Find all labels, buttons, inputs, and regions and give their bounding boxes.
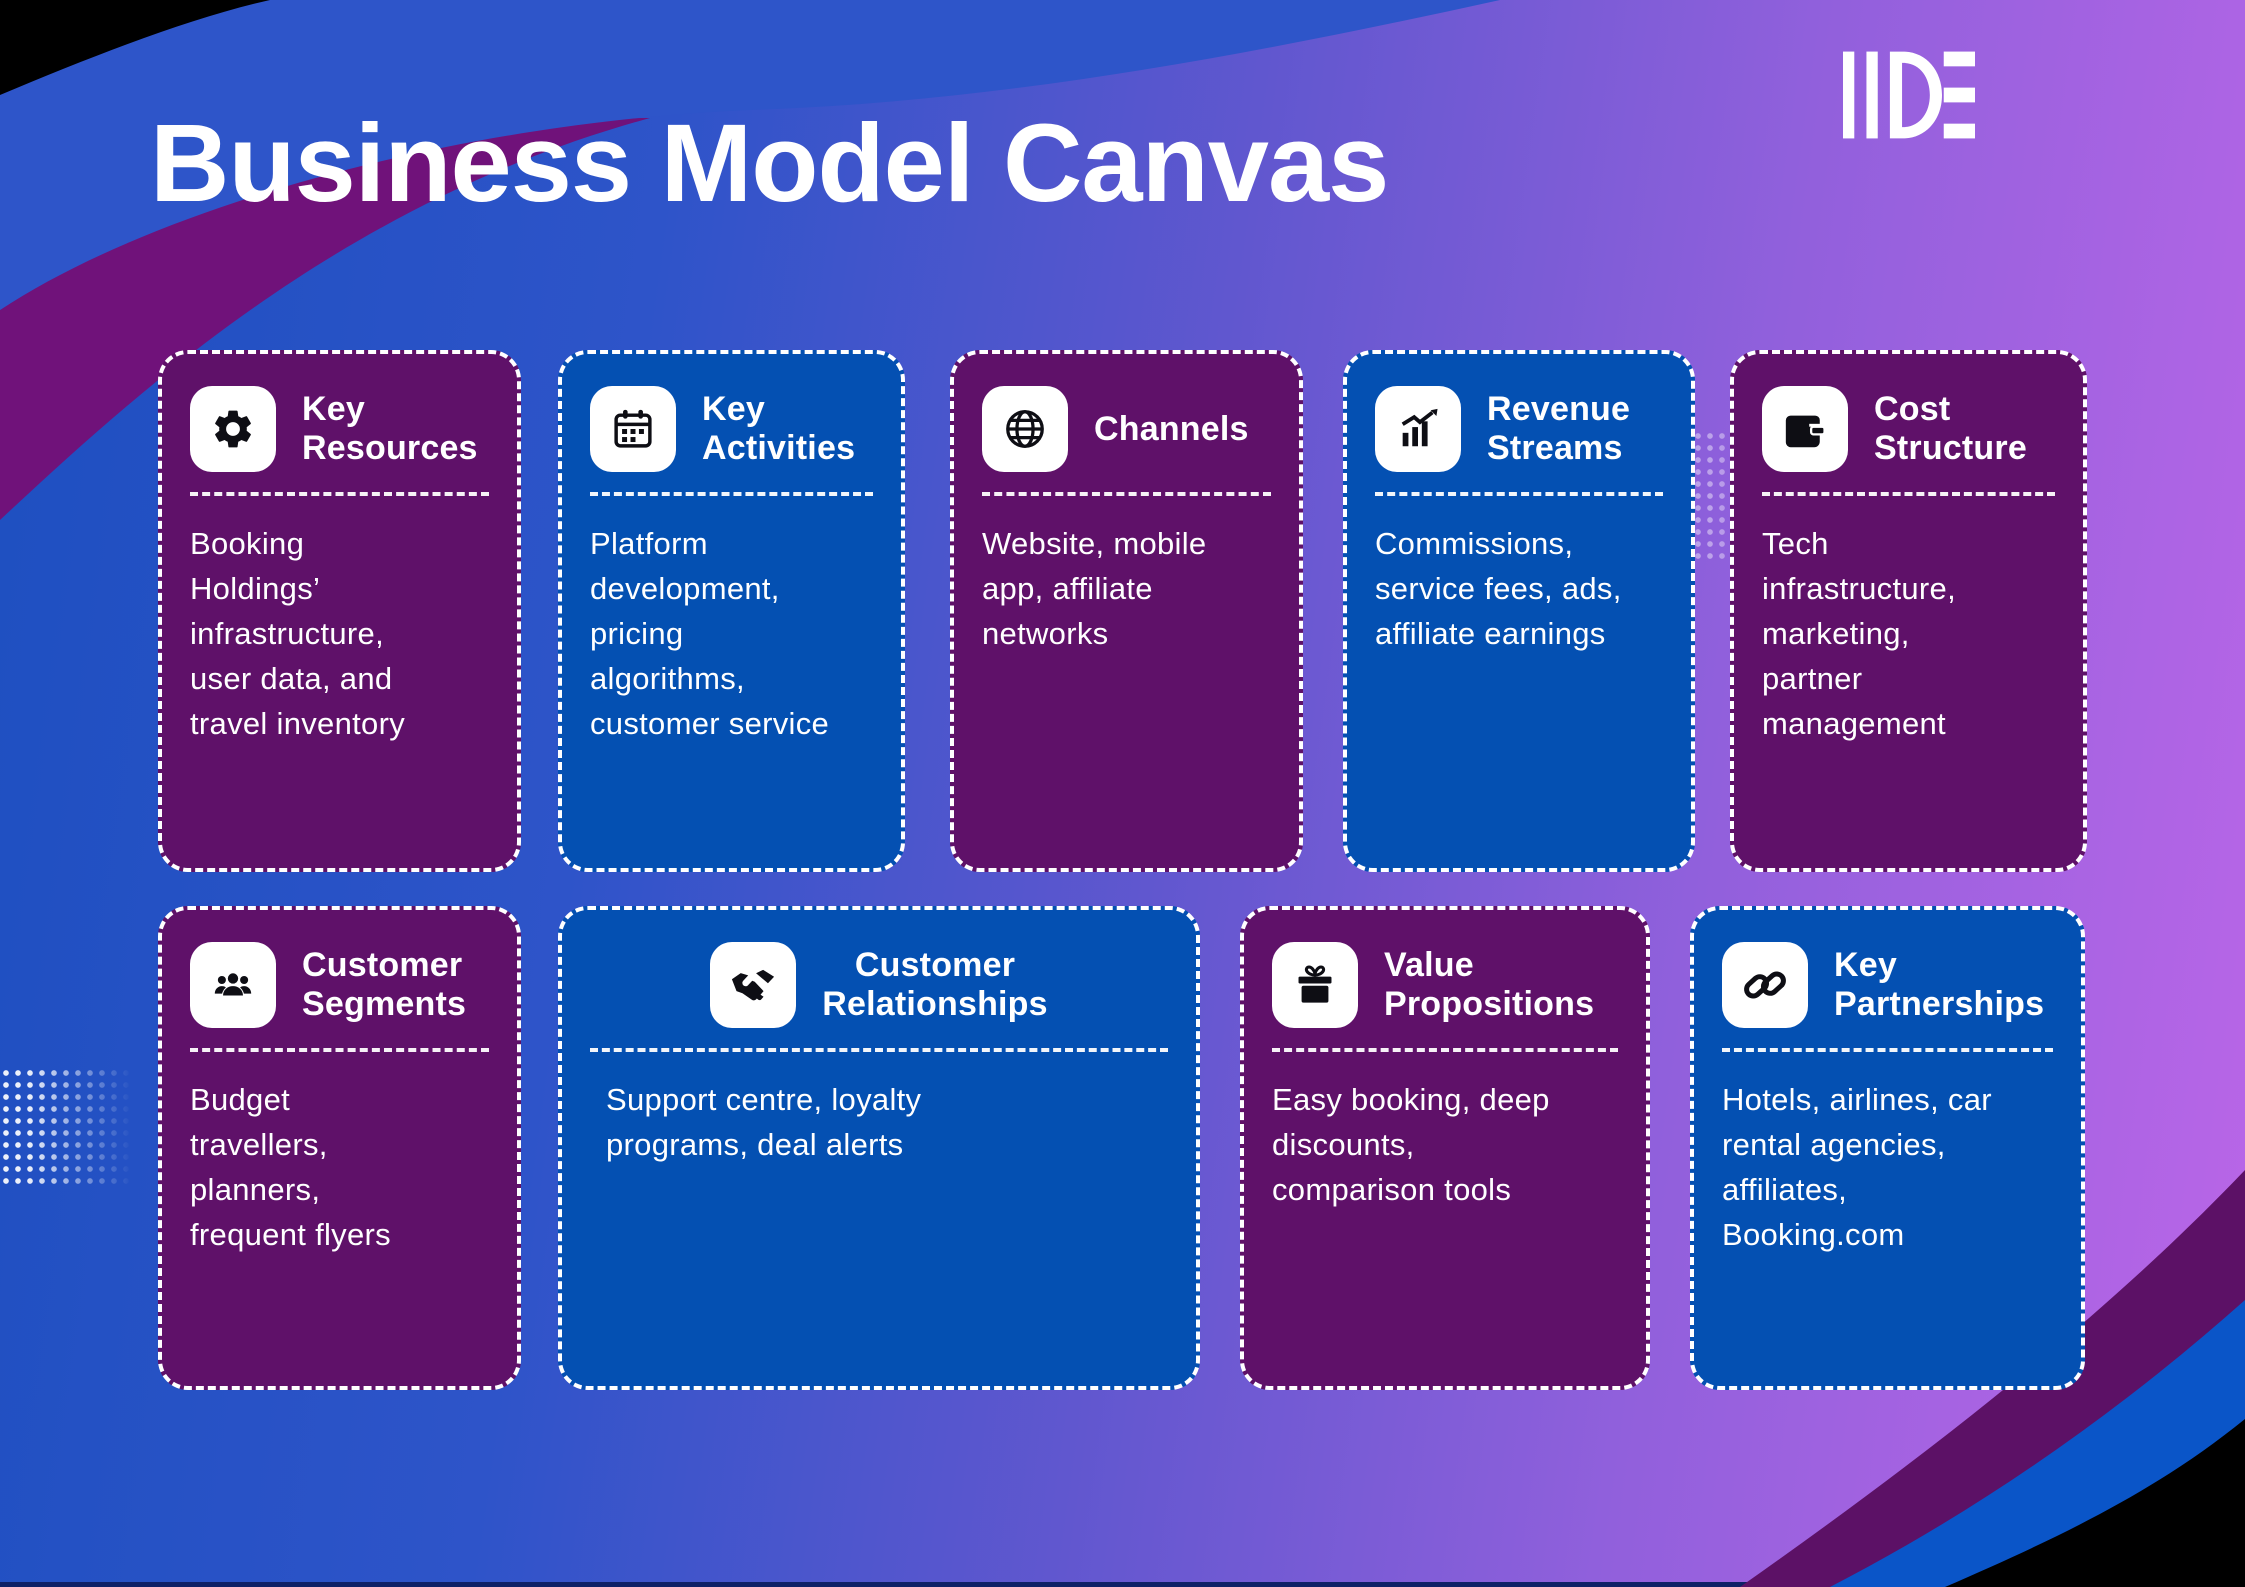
icon-box <box>190 386 276 472</box>
card-cost-structure: Cost Structure Tech infrastructure, mark… <box>1730 350 2087 872</box>
dashed-separator <box>590 492 873 496</box>
icon-box <box>590 386 676 472</box>
icon-box <box>1272 942 1358 1028</box>
calendar-icon <box>614 409 652 448</box>
card-body: Commissions, service fees, ads, affiliat… <box>1375 526 1622 651</box>
card-title: Revenue Streams <box>1487 390 1631 467</box>
card-key-activities: Key Activities Platform development, pri… <box>558 350 905 872</box>
card-header: Channels <box>982 384 1271 474</box>
icon-box <box>982 386 1068 472</box>
dashed-separator <box>1272 1048 1618 1052</box>
card-body: Tech infrastructure, marketing, partner … <box>1762 526 1957 741</box>
card-header: Key Resources <box>190 384 489 474</box>
card-title: Key Activities <box>702 390 856 467</box>
handshake-icon <box>732 969 775 1001</box>
link-icon <box>1744 971 1786 999</box>
dashed-separator <box>190 1048 489 1052</box>
wallet-icon <box>1785 415 1826 448</box>
card-body: Website, mobile app, affiliate networks <box>982 526 1207 651</box>
card-header: Customer Segments <box>190 940 489 1030</box>
card-title: Channels <box>1094 409 1249 448</box>
card-header: Key Activities <box>590 384 873 474</box>
bottom-edge-strip <box>0 1582 2245 1587</box>
card-header: Cost Structure <box>1762 384 2055 474</box>
icon-box <box>710 942 797 1028</box>
logo-text: IIDE <box>0 0 1 1</box>
gift-icon <box>1298 965 1332 1003</box>
icon-box <box>1722 942 1808 1028</box>
card-channels: Channels Website, mobile app, affiliate … <box>950 350 1303 872</box>
card-body: Budget travellers, planners, frequent fl… <box>190 1082 391 1252</box>
globe-icon <box>1006 410 1044 448</box>
dashed-separator <box>590 1048 1168 1052</box>
icon-box <box>190 942 276 1028</box>
card-title: Key Resources <box>302 390 478 467</box>
card-header: Revenue Streams <box>1375 384 1663 474</box>
card-title: Key Partnerships <box>1834 946 2045 1023</box>
card-customer-segments: Customer Segments Budget travellers, pla… <box>158 906 521 1390</box>
card-body: Easy booking, deep discounts, comparison… <box>1272 1082 1550 1207</box>
card-body: Hotels, airlines, car rental agencies, a… <box>1722 1082 1992 1252</box>
card-header: Key Partnerships <box>1722 940 2053 1030</box>
dashed-separator <box>1375 492 1663 496</box>
page-title: Business Model Canvas <box>150 102 1389 225</box>
card-key-partnerships: Key Partnerships Hotels, airlines, car r… <box>1690 906 2085 1390</box>
card-body: Support centre, loyalty programs, deal a… <box>606 1082 922 1162</box>
card-header: Customer Relationships <box>590 940 1168 1030</box>
halftone-dots-left <box>0 1067 132 1185</box>
card-customer-relationships: Customer Relationships Support centre, l… <box>558 906 1200 1390</box>
dashed-separator <box>982 492 1271 496</box>
card-title: Value Propositions <box>1384 946 1595 1023</box>
dashed-separator <box>190 492 489 496</box>
icon-box <box>1762 386 1848 472</box>
card-header: Value Propositions <box>1272 940 1618 1030</box>
card-key-resources: Key Resources Booking Holdings’ infrastr… <box>158 350 521 872</box>
gear-icon <box>215 410 251 448</box>
iide-logo <box>1843 51 1975 139</box>
people-icon <box>214 973 252 996</box>
card-revenue-streams: Revenue Streams Commissions, service fee… <box>1343 350 1695 872</box>
dashed-separator <box>1762 492 2055 496</box>
icon-box <box>1375 386 1461 472</box>
card-value-propositions: Value Propositions Easy booking, deep di… <box>1240 906 1650 1390</box>
card-title: Cost Structure <box>1874 390 2027 467</box>
growth-chart-icon <box>1401 408 1438 447</box>
card-title: Customer Relationships <box>822 946 1048 1023</box>
dashed-separator <box>1722 1048 2053 1052</box>
card-body: Booking Holdings’ infrastructure, user d… <box>190 526 406 741</box>
card-body: Platform development, pricing algorithms… <box>590 526 830 741</box>
card-title: Customer Segments <box>302 946 467 1023</box>
